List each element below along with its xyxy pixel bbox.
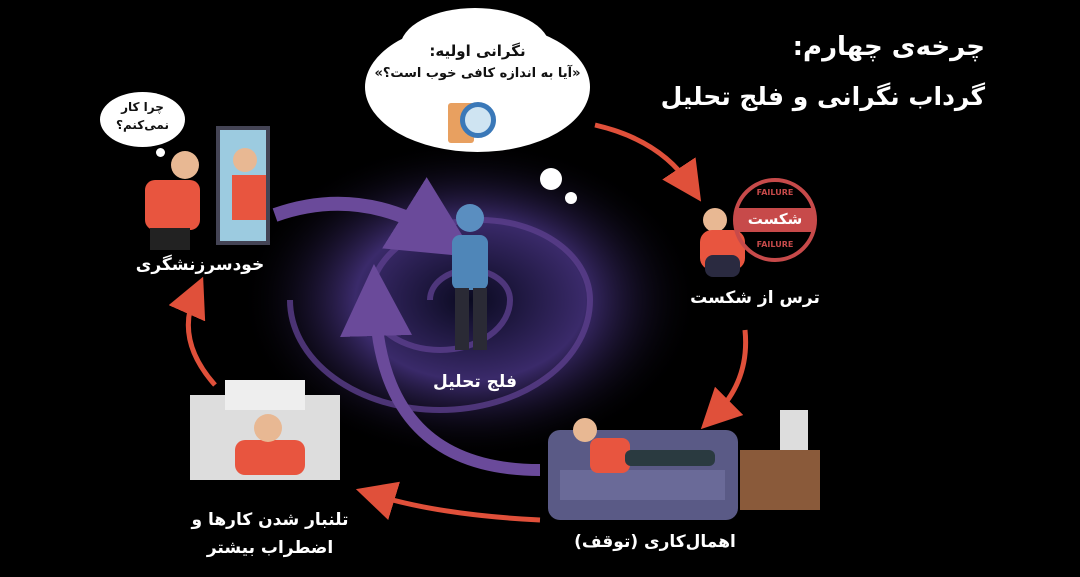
mirror-bubble-line1: چرا کار <box>121 100 164 114</box>
stamp-top: FAILURE <box>756 188 794 197</box>
label-fear-of-failure: ترس از شکست <box>690 288 820 308</box>
arrow-to-procrastination <box>700 329 749 430</box>
desk <box>740 450 820 510</box>
label-procrastination: اهمال‌کاری (توقف) <box>574 532 736 552</box>
title-line2: گرداب نگرانی و فلج تحلیل <box>660 82 985 111</box>
paper-pile-figure <box>190 380 340 480</box>
magnifier-icon <box>460 102 496 138</box>
arrow-to-pileup <box>355 481 541 523</box>
arrow-to-fear <box>594 122 702 202</box>
purple-arrow-out <box>340 264 541 476</box>
label-analysis-paralysis: فلج تحلیل <box>433 372 517 392</box>
label-pileup-line2: اضطراب بیشتر <box>206 538 334 558</box>
arrow-to-self-blame <box>168 276 217 387</box>
label-self-blame: خودسرزنشگری <box>135 255 265 275</box>
bubble-question: «آیا به اندازه کافی خوب است؟» <box>374 66 581 81</box>
fear-figure <box>700 208 745 277</box>
paralyzed-person-figure <box>452 204 488 350</box>
label-pileup-line1: تلنبار شدن کارها و <box>191 510 349 530</box>
stamp-center: شکست <box>747 210 803 228</box>
stamp-bottom: FAILURE <box>756 240 794 249</box>
purple-arrow-in <box>272 177 476 258</box>
title-line1: چرخه‌ی چهارم: <box>792 32 985 62</box>
failure-stamp <box>733 178 817 262</box>
bubble-heading: نگرانی اولیه: <box>429 42 526 60</box>
self-blame-figure <box>145 126 270 250</box>
mirror-bubble-line2: نمی‌کنم؟ <box>116 118 169 132</box>
vortex <box>240 140 700 460</box>
couch-figure <box>548 410 820 520</box>
